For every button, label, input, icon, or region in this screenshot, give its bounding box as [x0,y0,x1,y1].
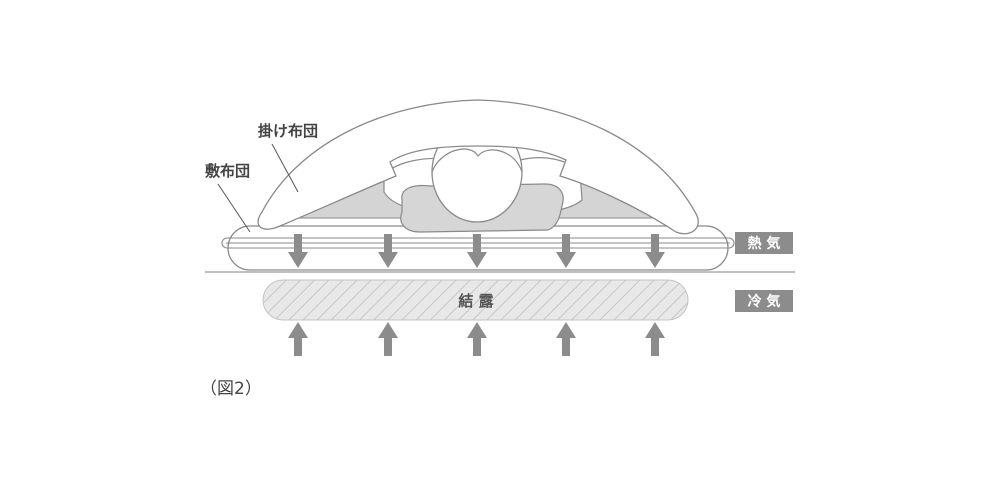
kakebuton-leader [271,143,299,193]
condensation-band [262,279,689,321]
hair-line [431,148,523,173]
cold-arrow-3 [467,322,487,356]
heat-arrow-2 [378,234,398,268]
shikibuton-label: 敷布団 [205,162,250,180]
heat-badge [735,232,793,254]
figure-caption: （図2） [200,379,262,399]
kakebuton-label: 掛け布団 [258,122,318,140]
heat-arrow-1 [288,234,308,268]
cold-arrow-4 [556,322,576,356]
heat-badge-label: 熱 気 [748,235,781,252]
cold-arrow-1 [288,322,308,356]
heat-arrow-5 [645,234,665,268]
cold-arrow-2 [378,322,398,356]
kakebuton-comforter [257,99,699,235]
condensation-label: 結 露 [458,292,494,310]
cold-badge-label: 冷 気 [748,293,781,310]
heat-arrows [288,234,665,268]
cold-arrow-5 [645,322,665,356]
heat-arrow-3 [467,234,487,268]
heat-arrow-4 [556,234,576,268]
cold-badge [735,290,793,312]
shikibuton-leader [217,183,251,233]
cold-arrows [288,322,665,356]
